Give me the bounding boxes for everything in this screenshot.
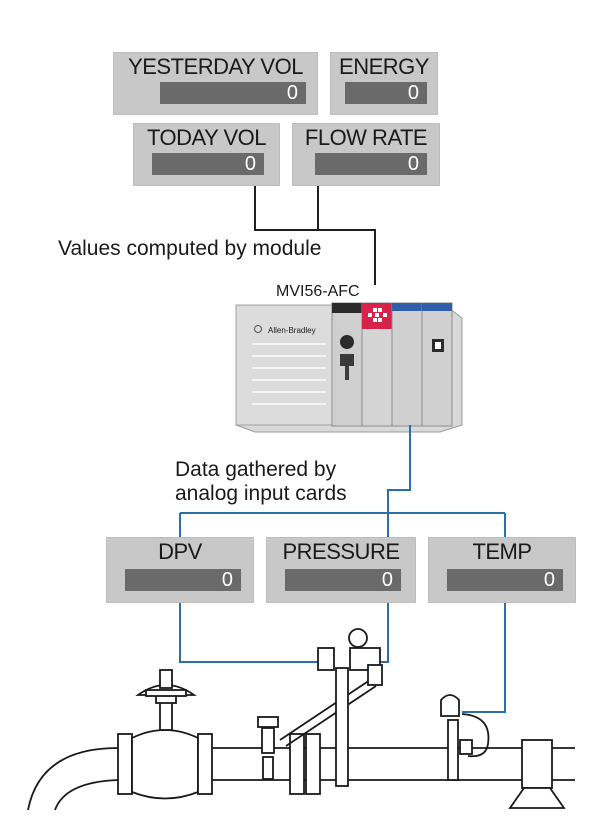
- temp-well: [447, 719, 459, 781]
- yesterday-vol-label: YESTERDAY VOL: [128, 54, 303, 79]
- dpv-label: DPV: [158, 539, 202, 564]
- key-switch-icon: [340, 335, 354, 349]
- energy-tag: ENERGY 0: [330, 52, 438, 115]
- module-name: MVI56-AFC: [276, 283, 360, 300]
- temp-value: 0: [447, 569, 563, 591]
- gathered-caption-line2: analog input cards: [175, 482, 347, 505]
- pressure-label: PRESSURE: [282, 539, 400, 564]
- plc-chassis: [235, 302, 463, 433]
- yesterday-vol-value: 0: [160, 82, 306, 104]
- today-vol-tag: TODAY VOL 0: [133, 123, 280, 186]
- computed-caption: Values computed by module: [58, 237, 322, 260]
- today-vol-label: TODAY VOL: [147, 125, 267, 150]
- today-vol-value: 0: [152, 153, 264, 175]
- dpv-value: 0: [125, 569, 241, 591]
- module-brand: Allen-Bradley: [268, 326, 316, 335]
- dpv-tag: DPV 0: [106, 537, 254, 603]
- flange-left: [117, 733, 133, 795]
- pressure-value: 0: [285, 569, 401, 591]
- temp-label: TEMP: [472, 539, 532, 564]
- yesterday-vol-tag: YESTERDAY VOL 0: [113, 52, 318, 115]
- module-output-wires: [254, 185, 376, 285]
- control-valve-body: [131, 729, 199, 800]
- flange-orifice-right: [305, 733, 321, 795]
- temp-tag: TEMP 0: [428, 537, 576, 603]
- field-input-wires: [179, 425, 506, 713]
- pipeline-drawing: [27, 628, 575, 811]
- flow-rate-value: 0: [315, 153, 427, 175]
- pressure-stem: [335, 667, 349, 787]
- energy-value: 0: [345, 82, 427, 104]
- allen-bradley-logo-icon: [254, 325, 262, 333]
- transmitter-small: [261, 727, 275, 754]
- flow-rate-label: FLOW RATE: [304, 125, 428, 150]
- pipe-support: [508, 787, 566, 809]
- temp-transmitter-icon: [440, 694, 460, 717]
- flange-orifice-left: [289, 733, 305, 795]
- energy-label: ENERGY: [339, 54, 429, 79]
- flow-rate-tag: FLOW RATE 0: [292, 123, 440, 186]
- pressure-gauge-icon: [348, 628, 368, 648]
- pressure-tag: PRESSURE 0: [266, 537, 416, 603]
- gathered-caption-line1: Data gathered by: [175, 458, 337, 481]
